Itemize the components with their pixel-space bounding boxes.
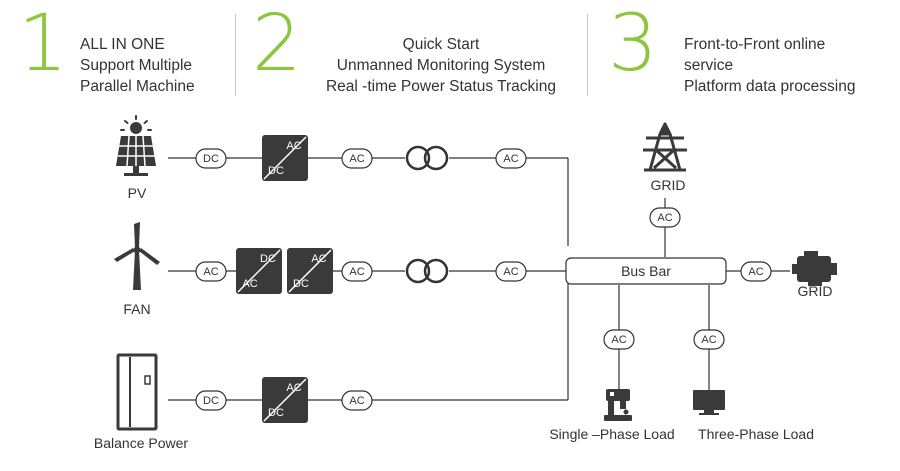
dc-pill: DC bbox=[195, 148, 227, 169]
solar-panel-icon bbox=[116, 115, 156, 176]
svg-text:DC: DC bbox=[203, 153, 219, 165]
ac-pill: AC bbox=[693, 329, 725, 350]
section-1-text: ALL IN ONE Support Multiple Parallel Mac… bbox=[80, 34, 195, 97]
section-1-line-1: ALL IN ONE bbox=[80, 36, 165, 53]
svg-text:AC: AC bbox=[203, 266, 218, 278]
svg-text:AC: AC bbox=[349, 395, 364, 407]
svg-text:DC: DC bbox=[268, 407, 284, 419]
svg-text:AC: AC bbox=[286, 140, 301, 152]
svg-text:AC: AC bbox=[503, 153, 518, 165]
svg-text:DC: DC bbox=[268, 165, 284, 177]
monitor-load-icon bbox=[693, 390, 725, 415]
section-2-text: Quick Start Unmanned Monitoring System R… bbox=[308, 34, 574, 97]
svg-text:DC: DC bbox=[203, 395, 219, 407]
svg-text:AC: AC bbox=[701, 334, 716, 346]
svg-text:AC: AC bbox=[349, 153, 364, 165]
ac-pill: AC bbox=[740, 261, 772, 282]
ac-pill: AC bbox=[495, 148, 527, 169]
header-banner: 1 ALL IN ONE Support Multiple Parallel M… bbox=[0, 0, 900, 110]
transformer-icon bbox=[405, 258, 449, 284]
section-3-text: Front-to-Front online service Platform d… bbox=[684, 34, 855, 97]
svg-text:Bus Bar: Bus Bar bbox=[621, 263, 671, 279]
ac-pill: AC bbox=[341, 261, 373, 282]
grid-right-label: GRID bbox=[798, 283, 833, 299]
grid-top-label: GRID bbox=[651, 177, 686, 193]
svg-text:AC: AC bbox=[349, 266, 364, 278]
ac-dc-converter: AC DC bbox=[287, 248, 333, 294]
section-3-number: 3 bbox=[608, 0, 658, 89]
machine-load-icon bbox=[604, 389, 632, 421]
generator-engine-icon bbox=[792, 251, 837, 286]
three-phase-load-label: Three-Phase Load bbox=[698, 426, 814, 442]
ac-dc-converter: AC DC bbox=[262, 135, 308, 181]
section-2-line-3: Real -time Power Status Tracking bbox=[325, 78, 556, 95]
bus-bar: Bus Bar bbox=[565, 257, 727, 285]
section-2-line-2: Unmanned Monitoring System bbox=[336, 57, 546, 74]
section-1-line-2: Support Multiple bbox=[80, 57, 193, 74]
pv-label: PV bbox=[128, 185, 147, 201]
svg-text:AC: AC bbox=[242, 278, 257, 290]
dc-ac-converter: DC AC bbox=[236, 248, 282, 294]
svg-text:DC: DC bbox=[293, 278, 309, 290]
ac-dc-converter: AC DC bbox=[262, 377, 308, 423]
header-divider bbox=[587, 14, 588, 96]
ac-pill: AC bbox=[341, 148, 373, 169]
section-2-line-1: Quick Start bbox=[402, 36, 480, 53]
section-3-line-2: service bbox=[684, 57, 734, 74]
single-phase-load-label: Single –Phase Load bbox=[549, 426, 674, 442]
section-2-number: 2 bbox=[252, 0, 302, 89]
section-3-line-1: Front-to-Front online bbox=[684, 36, 826, 53]
balance-power-label: Balance Power bbox=[94, 435, 189, 451]
svg-text:AC: AC bbox=[503, 266, 518, 278]
section-3-line-3: Platform data processing bbox=[684, 78, 856, 95]
svg-text:AC: AC bbox=[286, 382, 301, 394]
wind-turbine-icon bbox=[114, 222, 160, 290]
ac-pill: AC bbox=[603, 329, 635, 350]
ac-pill: AC bbox=[495, 261, 527, 282]
ac-pill: AC bbox=[649, 207, 681, 228]
section-1-line-3: Parallel Machine bbox=[80, 78, 195, 95]
svg-text:AC: AC bbox=[311, 253, 326, 265]
transmission-tower-icon bbox=[643, 122, 687, 172]
header-divider bbox=[235, 14, 236, 96]
svg-text:DC: DC bbox=[260, 253, 276, 265]
ac-pill: AC bbox=[341, 390, 373, 411]
fan-label: FAN bbox=[123, 301, 150, 317]
dc-pill: DC bbox=[195, 390, 227, 411]
transformer-icon bbox=[405, 145, 449, 171]
section-1-number: 1 bbox=[18, 0, 68, 89]
energy-cabinet-icon bbox=[116, 353, 158, 431]
svg-text:AC: AC bbox=[657, 212, 672, 224]
svg-text:AC: AC bbox=[611, 334, 626, 346]
ac-pill: AC bbox=[195, 261, 227, 282]
svg-text:AC: AC bbox=[748, 266, 763, 278]
